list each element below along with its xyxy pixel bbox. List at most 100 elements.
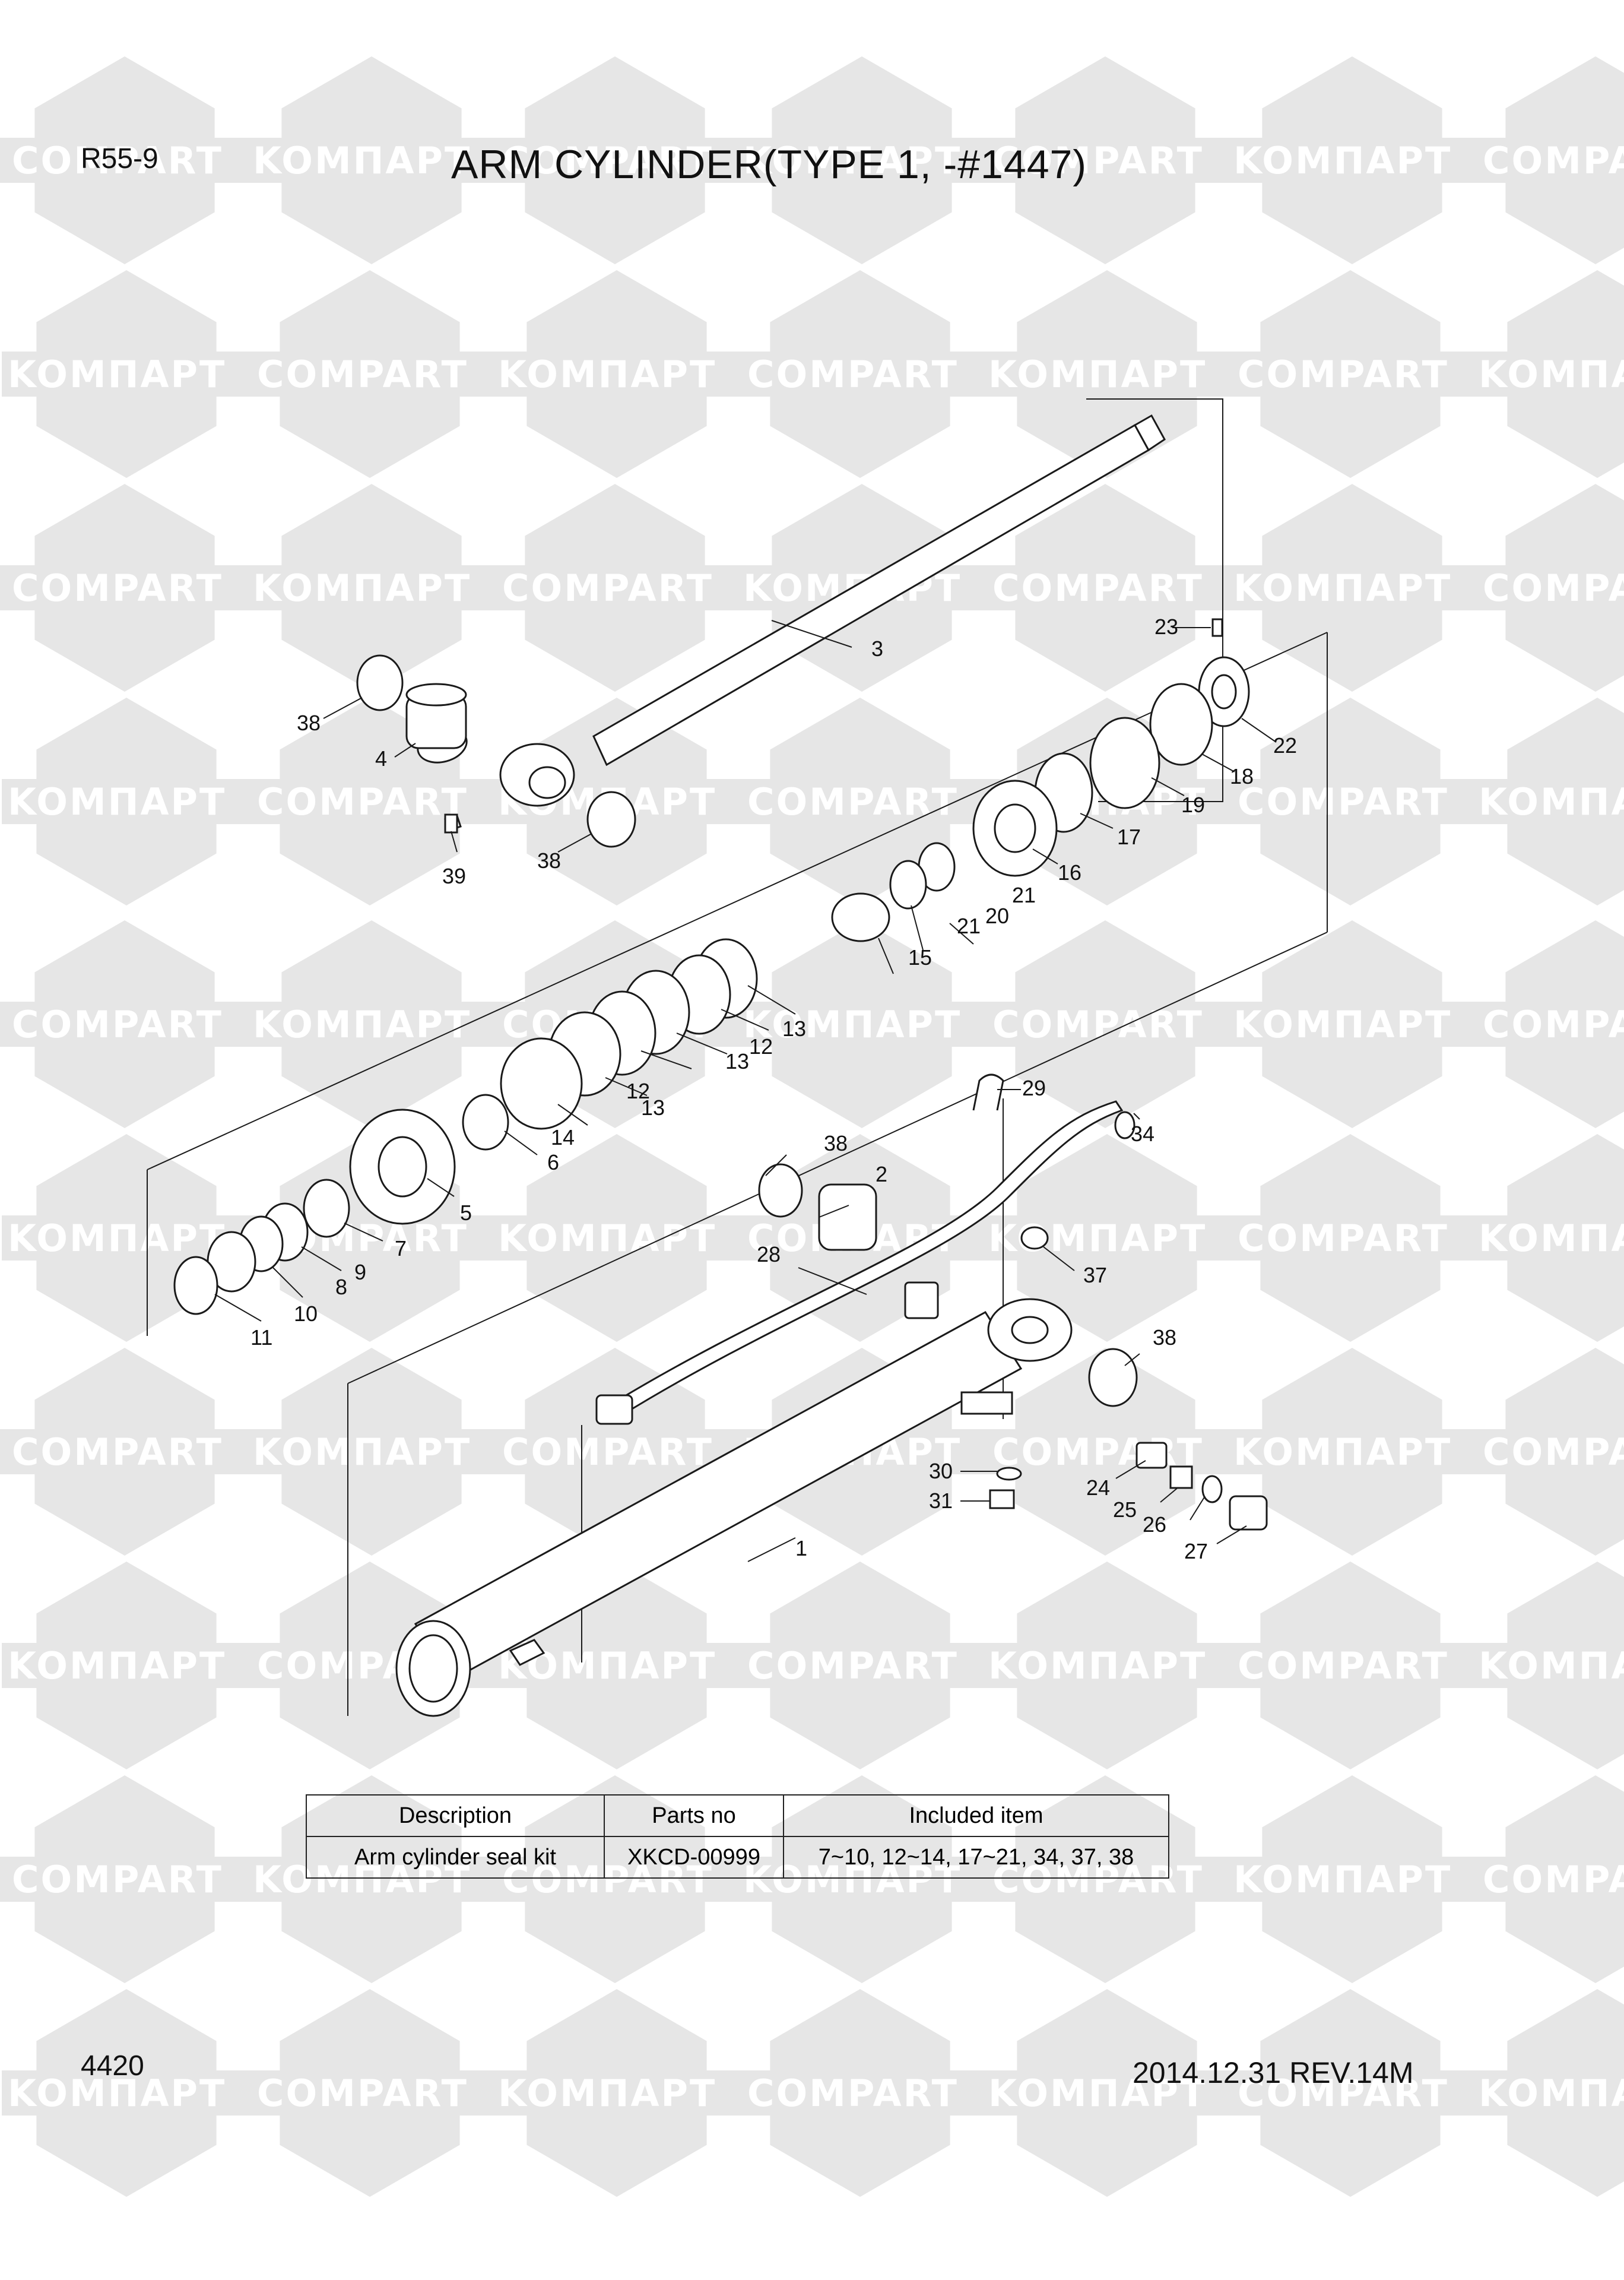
watermark-tile: KOMПAPT COMPART — [2, 270, 494, 478]
callout: 17 — [1117, 825, 1141, 849]
callout: 18 — [1230, 764, 1254, 788]
pipe-assembly — [509, 1100, 1124, 1666]
svg-text:KOMПAPT: KOMПAPT — [1479, 1644, 1624, 1687]
callout: 13 — [641, 1095, 665, 1120]
callout: 16 — [1058, 860, 1081, 885]
column-header: Parts no — [604, 1794, 784, 1837]
svg-text:COMPART: COMPART — [1483, 1858, 1624, 1901]
seal-kit-table: Description Parts no Included item Arm c… — [306, 1794, 1169, 1879]
svg-text:KOMПAPT: KOMПAPT — [253, 139, 471, 182]
svg-text:KOMПAPT: KOMПAPT — [1479, 780, 1624, 824]
svg-text:KOMПAPT: KOMПAPT — [1233, 1858, 1452, 1901]
svg-text:COMPART: COMPART — [1483, 1430, 1624, 1474]
svg-text:COMPART: COMPART — [257, 353, 468, 396]
callout: 30 — [929, 1459, 953, 1483]
page-title: ARM CYLINDER(TYPE 1, -#1447) — [451, 142, 1087, 187]
callout: 6 — [547, 1150, 559, 1174]
svg-text:KOMПAPT: KOMПAPT — [1233, 566, 1452, 610]
svg-text:COMPART: COMPART — [747, 353, 959, 396]
svg-text:COMPART: COMPART — [1483, 566, 1624, 610]
callout: 19 — [1181, 793, 1205, 817]
table-row: Arm cylinder seal kit XKCD-00999 7~10, 1… — [306, 1836, 1169, 1879]
callout: 25 — [1113, 1497, 1137, 1522]
callout: 4 — [375, 746, 387, 771]
callout: 26 — [1143, 1512, 1166, 1537]
callout: 11 — [250, 1325, 272, 1350]
watermark-tile: KOMПAPT COMPART — [982, 270, 1475, 478]
callout: 15 — [908, 945, 932, 970]
svg-text:KOMПAPT: KOMПAPT — [1479, 353, 1624, 396]
svg-text:KOMПAPT: KOMПAPT — [988, 2072, 1207, 2115]
svg-text:KOMПAPT: KOMПAPT — [498, 2072, 716, 2115]
watermark-tile: KOMПAPT COMPART — [492, 270, 985, 478]
callout: 9 — [354, 1260, 366, 1284]
callout: 3 — [871, 636, 883, 661]
watermark-tile: KOMПAPT COMPART — [982, 1989, 1475, 2197]
callout: 21 — [957, 914, 981, 938]
watermark-tile: KOMПAPT COMPART — [247, 484, 740, 692]
callout: 22 — [1273, 733, 1297, 758]
svg-text:KOMПAPT: KOMПAPT — [253, 566, 471, 610]
svg-text:COMPART: COMPART — [1238, 2072, 1449, 2115]
rod-end-bushing — [356, 654, 636, 848]
callout: 20 — [985, 904, 1009, 928]
svg-text:KOMПAPT: KOMПAPT — [8, 1644, 226, 1687]
svg-text:KOMПAPT: KOMПAPT — [988, 353, 1207, 396]
callout: 39 — [442, 864, 466, 888]
callout-leaders — [214, 620, 1277, 1562]
callout: 24 — [1086, 1475, 1110, 1500]
svg-text:KOMПAPT: KOMПAPT — [8, 353, 226, 396]
callout: 28 — [757, 1242, 781, 1266]
svg-text:COMPART: COMPART — [502, 566, 713, 610]
svg-text:COMPART: COMPART — [1238, 1644, 1449, 1687]
svg-text:COMPART: COMPART — [747, 1644, 959, 1687]
callout: 14 — [551, 1125, 575, 1150]
svg-text:KOMПAPT: KOMПAPT — [498, 353, 716, 396]
svg-text:COMPART: COMPART — [12, 1858, 223, 1901]
svg-text:COMPART: COMPART — [992, 566, 1204, 610]
callout: 7 — [395, 1236, 407, 1261]
callout: 5 — [460, 1201, 472, 1225]
svg-text:KOMПAPT: KOMПAPT — [253, 1430, 471, 1474]
svg-text:COMPART: COMPART — [257, 2072, 468, 2115]
callout: 1 — [795, 1536, 807, 1560]
callout: 21 — [1012, 883, 1036, 907]
watermark-tile: KOMПAPT COMPART — [1227, 484, 1624, 692]
svg-text:COMPART: COMPART — [1238, 353, 1449, 396]
callout: 38 — [824, 1131, 848, 1155]
svg-text:COMPART: COMPART — [257, 780, 468, 824]
svg-text:KOMПAPT: KOMПAPT — [988, 1644, 1207, 1687]
callout: 38 — [297, 711, 321, 735]
svg-text:KOMПAPT: KOMПAPT — [1233, 139, 1452, 182]
cylinder-tube — [395, 1298, 1073, 1717]
svg-text:KOMПAPT: KOMПAPT — [743, 1003, 962, 1046]
callout-labels: 1 2 3 4 5 6 7 8 9 10 11 12 12 13 13 13 1… — [250, 615, 1297, 1563]
svg-text:COMPART: COMPART — [1483, 1003, 1624, 1046]
svg-text:COMPART: COMPART — [12, 139, 223, 182]
callout: 37 — [1083, 1263, 1107, 1287]
watermark-tile: KOMПAPT COMPART — [1227, 1775, 1624, 1983]
callout: 2 — [876, 1162, 887, 1186]
svg-text:KOMПAPT: KOMПAPT — [8, 780, 226, 824]
svg-text:COMPART: COMPART — [747, 2072, 959, 2115]
column-header: Included item — [783, 1794, 1169, 1837]
callout: 29 — [1022, 1076, 1046, 1100]
table-header-row: Description Parts no Included item — [306, 1794, 1169, 1837]
callout: 12 — [626, 1079, 650, 1103]
watermark-tile: KOMПAPT COMPART — [2, 698, 494, 905]
